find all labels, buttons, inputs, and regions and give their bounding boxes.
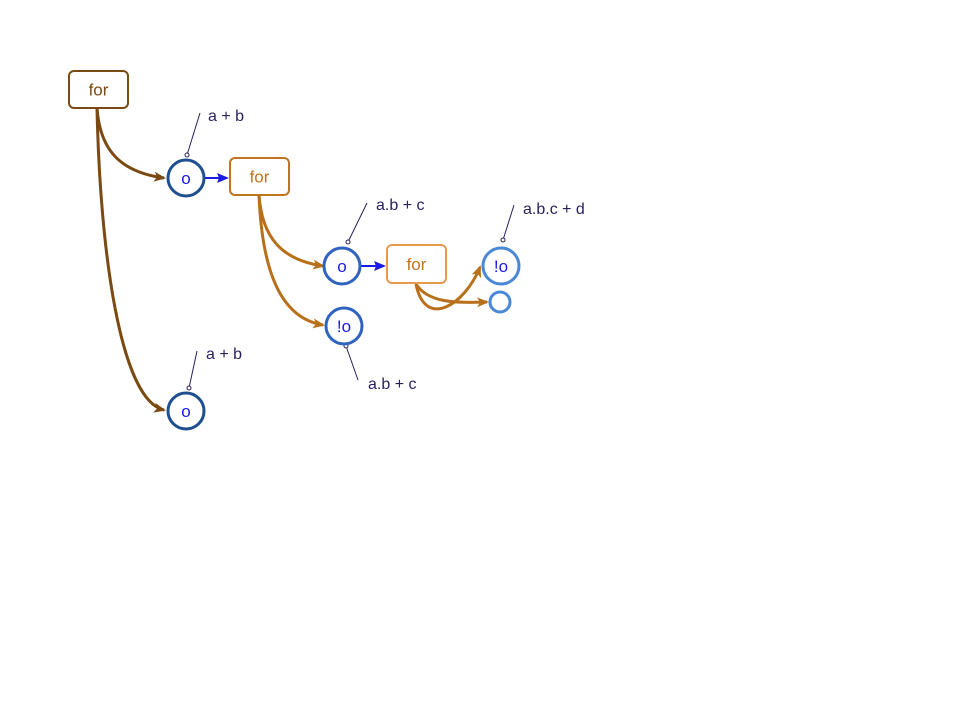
o-node-1-label: o — [181, 169, 190, 188]
annotation-a3: a.b.c + d — [523, 201, 585, 218]
for-node-1-label: for — [89, 81, 109, 100]
o-node-2-label: o — [337, 257, 346, 276]
not-o-node-1-label: !o — [494, 257, 508, 276]
o-node-3: o — [166, 391, 206, 431]
o-node-3-label: o — [181, 402, 190, 421]
edge-for1-o3 — [95, 107, 166, 413]
not-o-node-1: !o — [481, 246, 521, 286]
for-node-1: for — [68, 70, 129, 109]
for-node-2-label: for — [250, 168, 270, 187]
edge-for2-o2 — [257, 194, 325, 270]
annotation-dot-a1 — [184, 152, 190, 158]
o-node-1: o — [166, 158, 206, 198]
annotation-a2: a.b + c — [376, 197, 424, 214]
annotation-line-a3 — [502, 204, 515, 241]
edge-for2-not-o2 — [257, 194, 325, 329]
for-node-2: for — [229, 157, 290, 196]
for-node-3: for — [386, 244, 447, 284]
annotation-line-a1 — [186, 112, 201, 156]
edge-for3-not-o1 — [414, 265, 482, 311]
annotation-a1: a + b — [208, 108, 244, 125]
annotation-a5: a.b + c — [368, 376, 416, 393]
annotation-line-a2 — [347, 202, 368, 243]
not-o-node-2: !o — [324, 306, 364, 346]
empty-node — [488, 290, 512, 314]
o-node-2: o — [322, 246, 362, 286]
annotation-dot-a2 — [345, 239, 351, 245]
annotation-dot-a4 — [186, 385, 192, 391]
annotation-line-a4 — [188, 350, 198, 389]
for-node-3-label: for — [407, 255, 427, 274]
edge-for3-empty — [414, 283, 489, 308]
annotation-line-a5 — [345, 345, 359, 381]
annotation-a4: a + b — [206, 346, 242, 363]
edge-for1-o1 — [95, 107, 166, 182]
annotation-dot-a3 — [500, 237, 506, 243]
not-o-node-2-label: !o — [337, 317, 351, 336]
